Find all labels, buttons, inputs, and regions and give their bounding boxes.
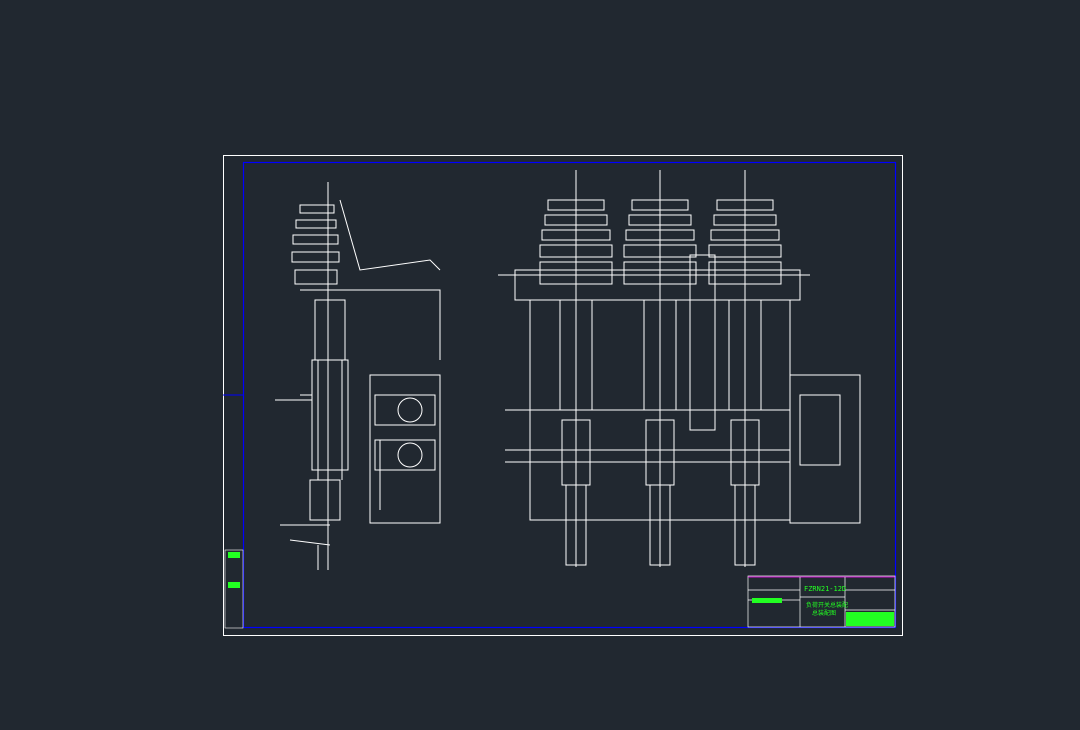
revision-table — [224, 549, 244, 629]
front-view — [498, 170, 861, 567]
title-subtitle-1: 负荷开关总装配 — [806, 602, 849, 609]
drawing-border — [242, 161, 897, 629]
phase-pole-1 — [539, 170, 613, 567]
title-block — [747, 575, 896, 628]
phase-pole-2 — [623, 170, 697, 567]
title-subtitle-2: 总装配图 — [812, 610, 837, 617]
side-view — [275, 182, 441, 570]
phase-pole-3 — [708, 170, 782, 567]
title-model: FZRN21-12D — [804, 585, 847, 593]
